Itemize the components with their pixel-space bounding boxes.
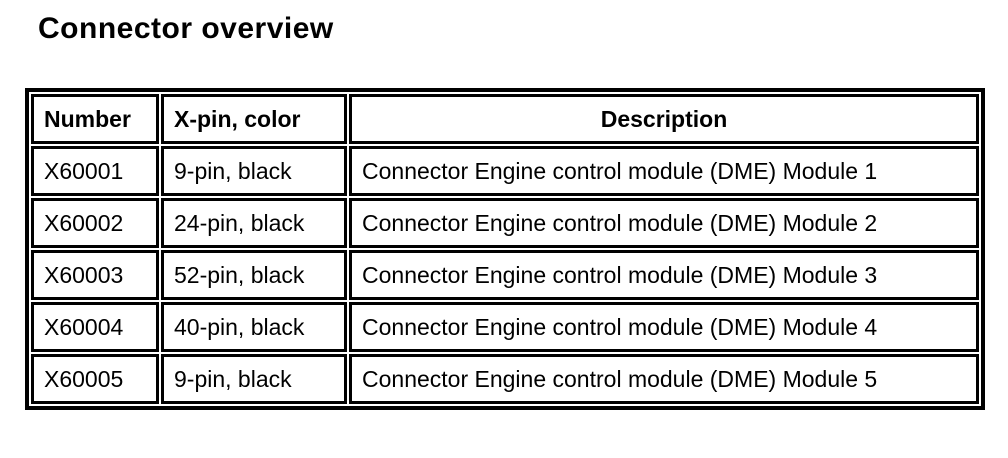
- cell-description: Connector Engine control module (DME) Mo…: [349, 354, 979, 404]
- header-description: Description: [349, 94, 979, 144]
- page-title: Connector overview: [38, 12, 334, 45]
- cell-number: X60004: [31, 302, 159, 352]
- header-pin-color: X-pin, color: [161, 94, 347, 144]
- table-header-row: Number X-pin, color Description: [31, 94, 979, 144]
- table-row: X60003 52-pin, black Connector Engine co…: [31, 250, 979, 300]
- cell-pin-color: 24-pin, black: [161, 198, 347, 248]
- cell-number: X60001: [31, 146, 159, 196]
- table-row: X60005 9-pin, black Connector Engine con…: [31, 354, 979, 404]
- table-row: X60002 24-pin, black Connector Engine co…: [31, 198, 979, 248]
- cell-pin-color: 52-pin, black: [161, 250, 347, 300]
- cell-description: Connector Engine control module (DME) Mo…: [349, 302, 979, 352]
- header-number: Number: [31, 94, 159, 144]
- table-row: X60001 9-pin, black Connector Engine con…: [31, 146, 979, 196]
- cell-number: X60003: [31, 250, 159, 300]
- cell-pin-color: 9-pin, black: [161, 146, 347, 196]
- cell-description: Connector Engine control module (DME) Mo…: [349, 198, 979, 248]
- connector-overview-table: Number X-pin, color Description X60001 9…: [25, 88, 985, 410]
- cell-number: X60002: [31, 198, 159, 248]
- table-row: X60004 40-pin, black Connector Engine co…: [31, 302, 979, 352]
- cell-description: Connector Engine control module (DME) Mo…: [349, 250, 979, 300]
- cell-number: X60005: [31, 354, 159, 404]
- cell-pin-color: 9-pin, black: [161, 354, 347, 404]
- cell-description: Connector Engine control module (DME) Mo…: [349, 146, 979, 196]
- cell-pin-color: 40-pin, black: [161, 302, 347, 352]
